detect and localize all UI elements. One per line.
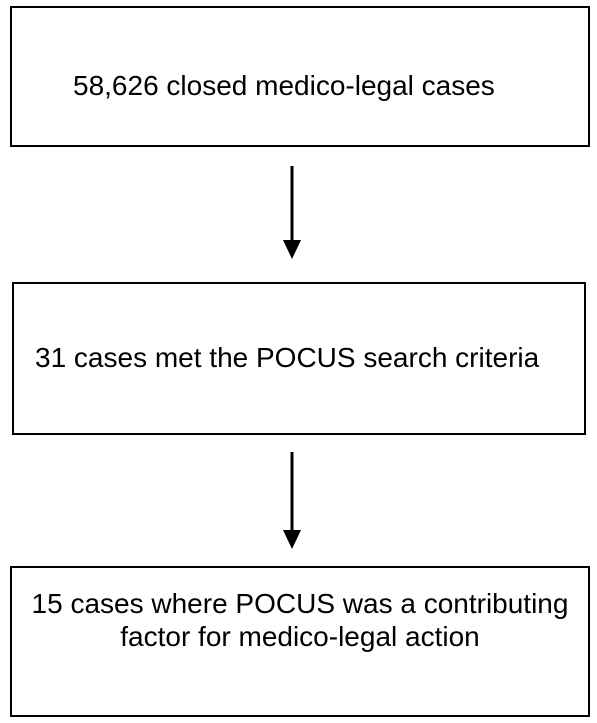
step-box-contributing-factor: 15 cases where POCUS was a contributing … <box>10 566 590 717</box>
down-arrow-icon <box>283 166 301 259</box>
step-label-closed-cases: 58,626 closed medico-legal cases <box>73 70 495 101</box>
step-box-closed-cases: 58,626 closed medico-legal cases <box>10 6 590 147</box>
down-arrow-icon <box>283 452 301 549</box>
step-box-search-criteria: 31 cases met the POCUS search criteria <box>12 282 586 435</box>
step-label-contributing-factor: 15 cases where POCUS was a contributing … <box>31 588 569 652</box>
step-label-search-criteria: 31 cases met the POCUS search criteria <box>35 342 540 373</box>
